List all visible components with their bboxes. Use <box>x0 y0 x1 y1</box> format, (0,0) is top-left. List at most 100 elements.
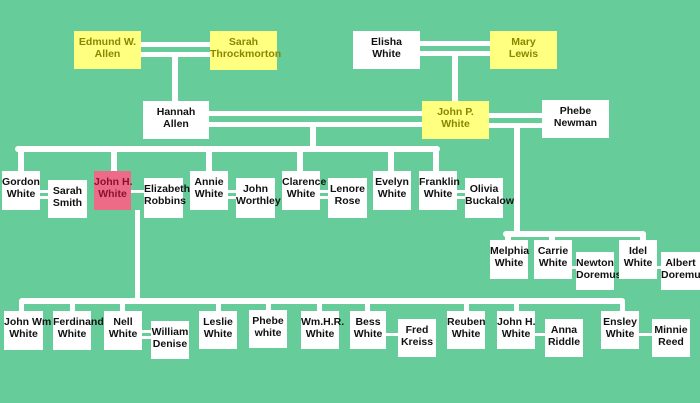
descent-line <box>514 128 520 235</box>
name: Albert <box>665 257 696 269</box>
spouse-line <box>320 196 328 199</box>
surname: Smith <box>52 197 83 209</box>
name: Fred <box>405 324 429 336</box>
spouse-line <box>40 190 48 193</box>
surname: White <box>423 188 453 200</box>
spouse-line <box>457 190 465 193</box>
name: Sarah <box>228 36 259 48</box>
marriage-line <box>420 51 490 56</box>
drop-line <box>640 233 646 241</box>
spouse-line <box>457 196 465 199</box>
name: Melphia <box>490 245 530 257</box>
surname: White <box>98 188 127 200</box>
surname: Allen <box>163 118 189 130</box>
descent-line <box>310 127 316 149</box>
name: Reuben <box>447 316 486 328</box>
sibling-bar <box>19 298 625 304</box>
name: Olivia <box>469 183 499 195</box>
name: Phebe <box>559 105 592 117</box>
sibling-bar <box>503 231 646 237</box>
descent-line <box>135 210 140 302</box>
descent-line <box>452 56 458 101</box>
person-wm-h-r-white[interactable]: Wm.H.R.White <box>301 311 344 349</box>
surname: White <box>372 48 401 60</box>
surname: Buckalow <box>465 195 515 207</box>
surname: white <box>254 327 282 339</box>
drop-line <box>120 300 125 311</box>
drop-line <box>18 148 24 172</box>
drop-line <box>365 300 370 311</box>
person-john-h-white-jr[interactable]: John H.White <box>497 311 536 349</box>
name: Annie <box>194 176 224 188</box>
spouse-line <box>320 190 328 193</box>
spouse-line <box>386 333 398 336</box>
name: William <box>151 326 189 338</box>
name: Leslie <box>203 316 233 328</box>
name: Idel <box>628 245 648 257</box>
name: John H. <box>94 176 133 188</box>
person-john-p-white[interactable]: John P.White <box>422 101 489 139</box>
person-john-h-white-highlighted[interactable]: John H.White <box>94 171 133 210</box>
sibling-bar <box>15 146 440 152</box>
spouse-line <box>40 196 48 199</box>
surname: White <box>305 328 335 340</box>
name: Ferdinand <box>53 316 104 328</box>
drop-line <box>433 148 439 172</box>
drop-line <box>216 300 221 311</box>
drop-line <box>514 300 519 311</box>
spouse-line <box>142 330 151 333</box>
surname: Rose <box>334 195 361 207</box>
drop-line <box>19 300 24 311</box>
name: John P. <box>437 106 474 118</box>
drop-line <box>297 148 303 172</box>
surname: White <box>494 257 524 269</box>
spouse-line <box>142 336 151 339</box>
surname: Lewis <box>508 48 539 60</box>
marriage-line <box>209 122 422 127</box>
name: Phebe <box>252 315 284 327</box>
name: Carrie <box>537 245 569 257</box>
name: Nell <box>113 316 133 328</box>
drop-line <box>620 300 625 311</box>
drop-line <box>111 148 117 172</box>
marriage-line <box>489 123 542 128</box>
person-edmund-allen[interactable]: Edmund W.Allen <box>74 31 141 69</box>
surname: White <box>451 328 481 340</box>
name: Gordon <box>2 176 40 188</box>
name: Bess <box>355 316 381 328</box>
name: Elisha <box>371 36 402 48</box>
person-albert-doremus[interactable]: AlbertDoremus <box>661 252 700 290</box>
drop-line <box>206 148 212 172</box>
